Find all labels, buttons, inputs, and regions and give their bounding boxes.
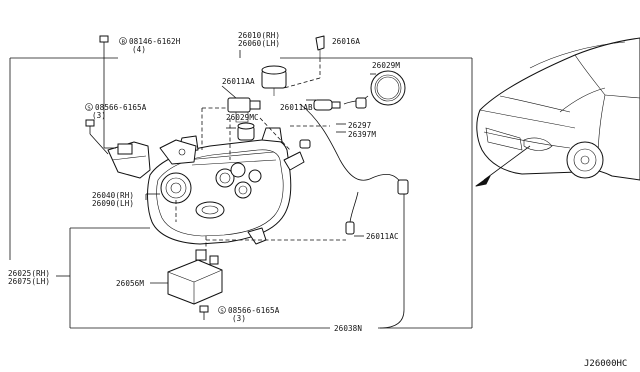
- label-26029M: 26029M: [372, 61, 400, 70]
- svg-text:S: S: [87, 106, 90, 112]
- label-bracket-lh: 26090(LH): [92, 199, 134, 208]
- label-26029MC: 26029MC: [226, 113, 259, 122]
- label-bolt-top-qty: (4): [132, 45, 146, 54]
- label-assy-rh: 26025(RH): [8, 269, 50, 278]
- leader-lines: [56, 50, 376, 284]
- top-bracket: [159, 139, 197, 165]
- svg-text:B: B: [122, 40, 126, 46]
- label-screw-bottom: 08566-6165A: [228, 306, 280, 315]
- label-26016A: 26016A: [332, 37, 360, 46]
- socket-26016A-top: [261, 65, 287, 96]
- diagram-frame: [9, 57, 473, 329]
- label-screw-mid-qty: (3): [92, 111, 106, 120]
- label-26297: 26297: [348, 121, 371, 130]
- label-top-pair-rh: 26010(RH): [238, 31, 280, 40]
- label-top-pair-lh: 26060(LH): [238, 39, 280, 48]
- bolt-08146: B: [99, 35, 127, 52]
- dust-cap-26029M: [370, 70, 406, 106]
- label-bracket-rh: 26040(RH): [92, 191, 134, 200]
- screw-08566-bottom: S: [199, 305, 226, 320]
- screw-08566-mid: S: [85, 103, 95, 134]
- label-26011AB: 26011AB: [280, 103, 313, 112]
- diagram-code: J26000HC: [584, 359, 627, 369]
- label-26397M: 26397M: [348, 130, 376, 139]
- label-assy-lh: 26075(LH): [8, 277, 50, 286]
- car-illustration: [475, 37, 640, 187]
- bulb-26011AB: [313, 99, 341, 111]
- label-26011AC: 26011AC: [366, 232, 399, 241]
- svg-text:S: S: [220, 309, 223, 315]
- clip-26016A: [315, 35, 325, 58]
- label-26011AA: 26011AA: [222, 77, 255, 86]
- label-bolt-top: 08146-6162H: [129, 37, 181, 46]
- wiring-harness: [299, 95, 409, 329]
- dashed-leaders: [175, 58, 346, 256]
- label-screw-bottom-qty: (3): [232, 314, 246, 323]
- bulb-26011AA: [227, 97, 261, 123]
- labels: 08146-6162H (4) 26010(RH) 26060(LH) 2601…: [8, 31, 627, 369]
- label-screw-mid: 08566-6165A: [95, 103, 147, 112]
- mounting-bracket: [107, 141, 151, 179]
- label-26038N: 26038N: [334, 324, 362, 333]
- cap-26029MC: [237, 122, 255, 141]
- ballast-26056M: [167, 249, 223, 305]
- label-26056M: 26056M: [116, 279, 144, 288]
